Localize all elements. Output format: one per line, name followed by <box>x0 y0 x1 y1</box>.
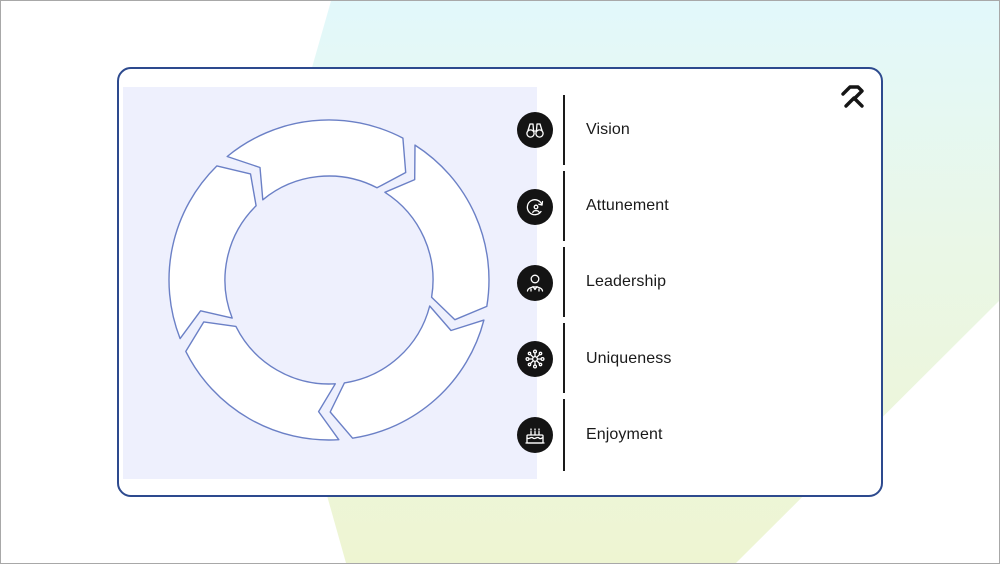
cycle-segment-1 <box>384 144 490 321</box>
cycle-segment-5 <box>226 119 407 201</box>
item-label-vision: Vision <box>586 121 630 138</box>
cycle-segment-3 <box>185 321 340 441</box>
divider-line <box>563 247 565 317</box>
cycle-segment-4 <box>168 165 257 340</box>
divider-line <box>563 95 565 165</box>
cycle-diagram-panel <box>123 87 537 479</box>
item-label-uniqueness: Uniqueness <box>586 350 672 367</box>
leader-person-icon <box>517 265 553 301</box>
divider-line <box>563 399 565 471</box>
cycle-person-icon <box>517 189 553 225</box>
item-label-leadership: Leadership <box>586 273 667 290</box>
cycle-segment-2 <box>329 305 485 439</box>
cake-icon <box>517 417 553 453</box>
network-icon <box>517 341 553 377</box>
item-label-enjoyment: Enjoyment <box>586 426 663 443</box>
divider-line <box>563 323 565 393</box>
divider-line <box>563 171 565 241</box>
content-card: Vision Attunement Leadership <box>117 67 883 497</box>
cycle-diagram <box>168 119 490 441</box>
item-label-attunement: Attunement <box>586 197 669 214</box>
binoculars-icon <box>517 112 553 148</box>
brand-logo-icon <box>841 85 864 108</box>
